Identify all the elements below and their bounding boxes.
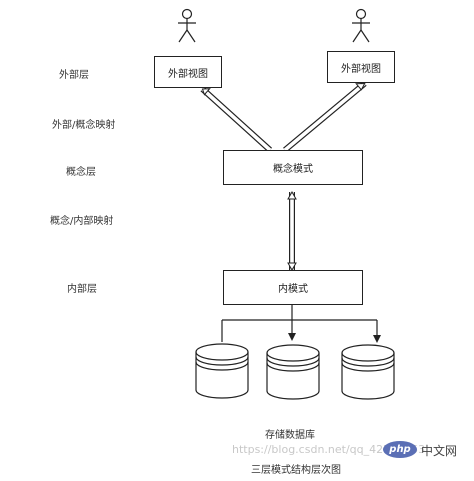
layer-label-conceptual-internal-mapping: 概念/内部映射: [50, 216, 114, 227]
arrow-head: [288, 333, 296, 341]
watermark-url: https://blog.csdn.net/qq_42779553: [232, 443, 426, 456]
mapping-arrow-left: [200, 86, 273, 153]
layer-label-external-conceptual-mapping: 外部/概念映射: [52, 120, 116, 131]
mapping-arrow-vertical: [287, 190, 297, 272]
layer-label-conceptual: 概念层: [66, 167, 96, 178]
layer-label-internal: 内部层: [67, 284, 97, 295]
layer-label-external: 外部层: [59, 70, 89, 81]
external-view-box-1: 外部视图: [154, 56, 222, 88]
user-icon: [178, 8, 196, 43]
mapping-arrow-right: [283, 81, 367, 153]
php-logo-icon: php: [383, 441, 417, 458]
database-icon: [266, 344, 320, 400]
site-name: 中文网: [421, 444, 458, 458]
external-view-box-2: 外部视图: [327, 51, 395, 83]
internal-schema-box: 内模式: [223, 270, 363, 305]
diagram-caption: 三层模式结构层次图: [251, 465, 341, 476]
user-icon: [352, 8, 370, 43]
conceptual-schema-box: 概念模式: [223, 150, 363, 185]
storage-label: 存储数据库: [265, 430, 315, 441]
database-icon: [195, 343, 249, 399]
arrow-head: [373, 335, 381, 343]
storage-connectors: [221, 304, 378, 342]
database-icon: [341, 344, 395, 400]
